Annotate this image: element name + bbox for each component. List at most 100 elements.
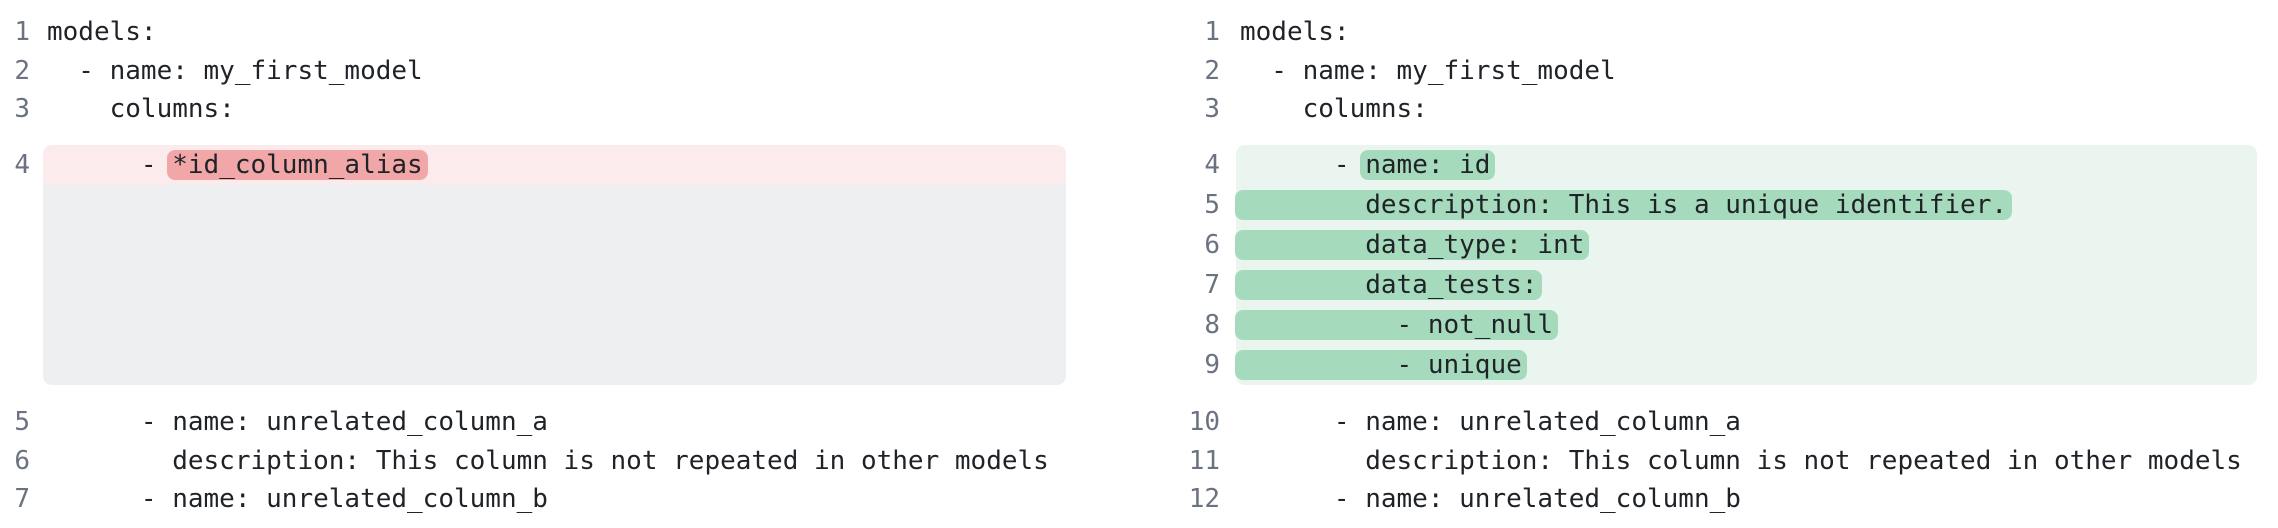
code-text: - name: unrelated_column_b [43,484,548,514]
line-number: 7 [1204,269,1220,300]
removed-word-highlight: *id_column_alias [167,149,428,180]
line-number: 11 [1188,445,1220,476]
code-line: 1 models: [0,13,1139,52]
code-text: - *id_column_alias [43,149,428,180]
code-segment: - name: unrelated_column_b [1240,484,1741,515]
code-segment: - name: my_first_model [1240,55,1616,86]
code-row-bg: - name: unrelated_column_b [43,480,1066,519]
line-number: 1 [14,17,30,48]
code-row-bg: description: This column is not repeated… [43,441,1066,480]
code-text: columns: [43,94,235,124]
code-text: - not_null [1235,309,1559,340]
code-segment: - [1240,149,1366,180]
line-number: 7 [14,484,30,515]
code-segment: - name: my_first_model [47,55,423,86]
line-number: 3 [1204,94,1220,125]
line-number: 9 [1204,349,1220,380]
code-line: 7 - name: unrelated_column_b [0,480,1139,519]
code-line: 7 data_tests: [1139,264,2278,305]
code-row-bg: data_tests: [1235,264,2257,305]
code-row-bg: - not_null [1235,304,2257,345]
code-text: description: This column is not repeated… [1236,446,2242,476]
code-segment: - name: unrelated_column_a [47,407,548,438]
code-text: data_type: int [1235,229,1590,260]
code-line: 4 - *id_column_alias [0,144,1139,185]
code-segment: columns: [47,94,235,125]
code-row-bg: description: This column is not repeated… [1236,441,2257,480]
code-segment: models: [47,17,157,48]
code-segment: columns: [1240,94,1428,125]
line-number: 10 [1188,407,1220,438]
added-word-highlight: - not_null [1235,309,1559,340]
code-text: - name: unrelated_column_a [43,407,548,437]
line-number: 4 [1204,149,1220,180]
code-text: description: This is a unique identifier… [1235,189,2013,220]
added-word-highlight: description: This is a unique identifier… [1235,189,2013,220]
code-line: 6 description: This column is not repeat… [0,441,1139,480]
code-line: 9 - unique [1139,344,2278,385]
code-segment: models: [1240,17,1350,48]
code-line: 5 - name: unrelated_column_a [0,403,1139,442]
code-text: models: [43,17,157,47]
line-number: 3 [14,94,30,125]
line-number: 12 [1188,484,1220,515]
line-number: 5 [1204,189,1220,220]
code-row-bg: - *id_column_alias [43,144,1066,185]
code-row-bg: columns: [43,90,1066,129]
code-row-bg: description: This is a unique identifier… [1235,184,2257,225]
added-word-highlight: name: id [1360,149,1496,180]
code-text: - name: my_first_model [43,55,423,86]
line-number: 5 [14,407,30,438]
line-number: 6 [1204,229,1220,260]
code-text: - name: unrelated_column_b [1236,484,1741,514]
code-row-bg: models: [1236,13,2257,52]
code-row-bg: - name: id [1236,144,2257,185]
code-line: 2 - name: my_first_model [1139,52,2278,91]
added-word-highlight: data_tests: [1235,269,1543,300]
added-word-highlight: - unique [1235,349,1527,380]
code-line: 10 - name: unrelated_column_a [1139,403,2278,442]
code-segment: - name: unrelated_column_a [1240,407,1741,438]
code-segment: - name: unrelated_column_b [47,484,548,515]
code-row-bg: - name: my_first_model [1236,52,2257,91]
collapsed-placeholder-block [43,184,1066,385]
code-segment: description: This column is not repeated… [47,445,1049,476]
code-row-bg: columns: [1236,90,2257,129]
code-text: - name: unrelated_column_a [1236,407,1741,437]
line-number: 2 [1204,55,1220,86]
code-row-bg: - name: unrelated_column_a [43,403,1066,442]
code-row-bg: models: [43,13,1066,52]
code-text: - name: id [1236,149,1496,180]
code-segment: description: This column is not repeated… [1240,445,2242,476]
collapsed-placeholder-row [0,184,1139,385]
code-row-bg: data_type: int [1235,224,2257,265]
code-text: - name: my_first_model [1236,55,1616,86]
code-row-bg: - name: unrelated_column_a [1236,403,2257,442]
line-number: 6 [14,445,30,476]
code-row-bg: - name: unrelated_column_b [1236,480,2257,519]
code-row-bg: - name: my_first_model [43,52,1066,91]
code-text: description: This column is not repeated… [43,446,1049,476]
code-line: 2 - name: my_first_model [0,52,1139,91]
line-number: 8 [1204,309,1220,340]
added-word-highlight: data_type: int [1235,229,1590,260]
code-text: columns: [1236,94,1428,124]
code-row-bg: - unique [1235,344,2257,385]
line-number [0,185,30,385]
code-text: data_tests: [1235,269,1543,300]
code-line: 5 description: This is a unique identifi… [1139,184,2278,225]
code-line: 3 columns: [1139,90,2278,129]
code-line: 4 - name: id [1139,144,2278,185]
code-text: - unique [1235,349,1527,380]
line-number: 2 [14,55,30,86]
code-line: 1 models: [1139,13,2278,52]
code-line: 3 columns: [0,90,1139,129]
code-text: models: [1236,17,1350,47]
line-number: 4 [14,149,30,180]
code-line: 12 - name: unrelated_column_b [1139,480,2278,519]
code-line: 8 - not_null [1139,304,2278,345]
line-number: 1 [1204,17,1220,48]
